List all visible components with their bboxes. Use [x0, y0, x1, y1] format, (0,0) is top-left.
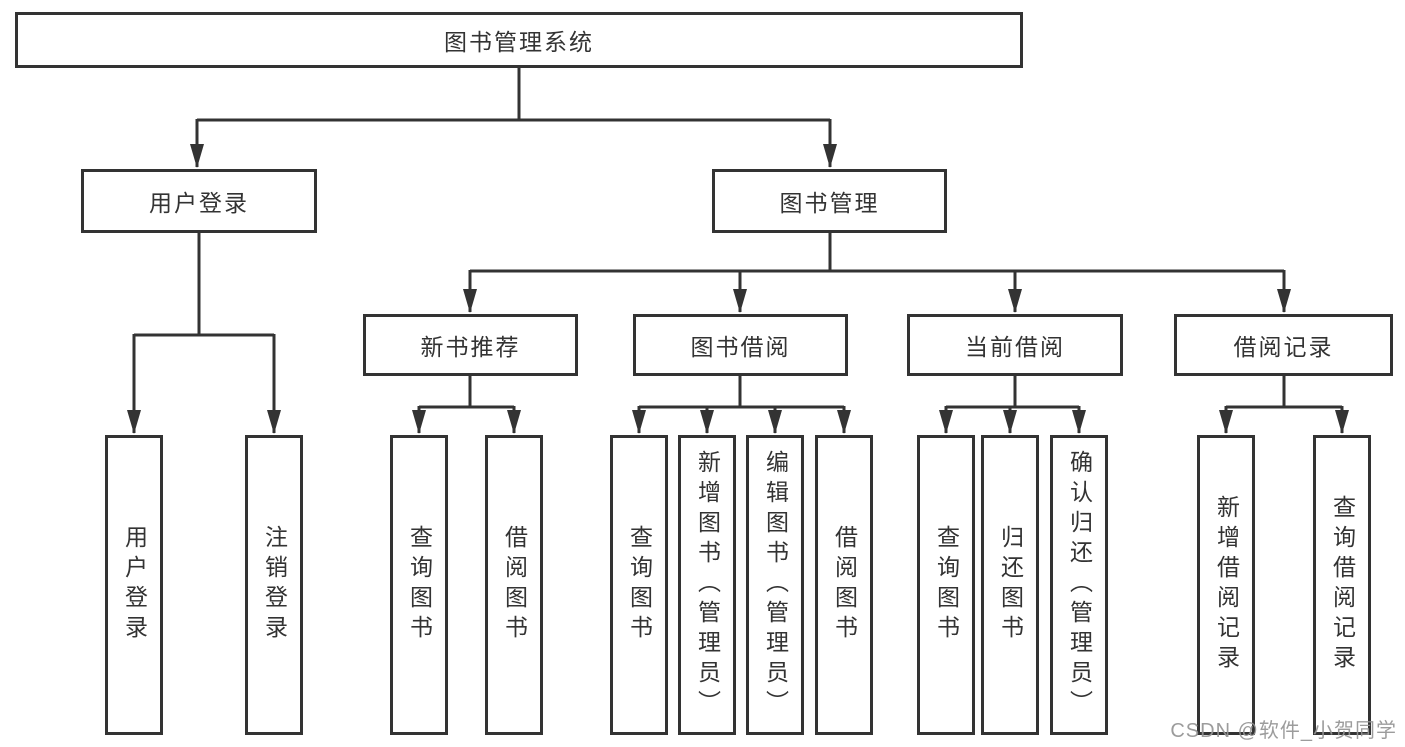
node-book-management: 图书管理 [712, 169, 947, 233]
node-borrowing-records: 借阅记录 [1174, 314, 1393, 376]
node-label: 用户登录 [149, 190, 249, 216]
leaf-label: 查询借阅记录 [1329, 495, 1356, 675]
csdn-watermark: CSDN @软件_小贺同学 [1170, 720, 1397, 742]
leaf-borrow-books-rec: 借阅图书 [485, 435, 543, 735]
leaf-label: 借阅图书 [831, 525, 858, 645]
leaf-query-books-borrow: 查询图书 [610, 435, 668, 735]
leaf-edit-books-admin: 编辑图书（管理员） [746, 435, 804, 735]
leaf-logout: 注销登录 [245, 435, 303, 735]
connector-user-login-to-leaves [127, 233, 281, 434]
leaf-query-borrow-record: 查询借阅记录 [1313, 435, 1371, 735]
leaf-label: 用户登录 [121, 525, 148, 645]
leaf-label: 注销登录 [261, 525, 288, 645]
leaf-label: 新增图书（管理员） [694, 450, 721, 720]
leaf-add-borrow-record: 新增借阅记录 [1197, 435, 1255, 735]
node-label: 借阅记录 [1233, 334, 1334, 360]
node-user-login: 用户登录 [81, 169, 317, 233]
leaf-label: 确认归还（管理员） [1066, 450, 1093, 720]
node-new-book-recommendation: 新书推荐 [363, 314, 578, 376]
connector-borrow-records-to-leaves [1219, 376, 1349, 434]
leaf-return-books: 归还图书 [981, 435, 1039, 735]
node-label: 当前借阅 [965, 334, 1065, 360]
connector-root-to-tier2 [190, 68, 837, 168]
leaf-confirm-return-admin: 确认归还（管理员） [1050, 435, 1108, 735]
node-label: 新书推荐 [420, 334, 521, 360]
leaf-label: 查询图书 [626, 525, 653, 645]
leaf-label: 归还图书 [997, 525, 1024, 645]
node-label: 图书管理 [779, 190, 880, 216]
leaf-add-books-admin: 新增图书（管理员） [678, 435, 736, 735]
leaf-query-books-current: 查询图书 [917, 435, 975, 735]
leaf-label: 查询图书 [406, 525, 433, 645]
leaf-user-login: 用户登录 [105, 435, 163, 735]
node-label: 图书借阅 [690, 334, 791, 360]
leaf-label: 编辑图书（管理员） [762, 450, 789, 720]
node-label: 图书管理系统 [444, 29, 594, 55]
leaf-query-books-rec: 查询图书 [390, 435, 448, 735]
leaf-label: 新增借阅记录 [1213, 495, 1240, 675]
connector-book-management-to-tier3 [463, 233, 1291, 313]
leaf-label: 借阅图书 [501, 525, 528, 645]
node-book-borrowing: 图书借阅 [633, 314, 848, 376]
leaf-borrow-books-borrow: 借阅图书 [815, 435, 873, 735]
connector-new-book-rec-to-leaves [412, 376, 521, 434]
leaf-label: 查询图书 [933, 525, 960, 645]
node-library-system: 图书管理系统 [15, 12, 1023, 68]
connector-current-borrow-to-leaves [939, 376, 1086, 434]
node-current-borrowing: 当前借阅 [907, 314, 1123, 376]
connector-book-borrow-to-leaves [632, 376, 851, 434]
